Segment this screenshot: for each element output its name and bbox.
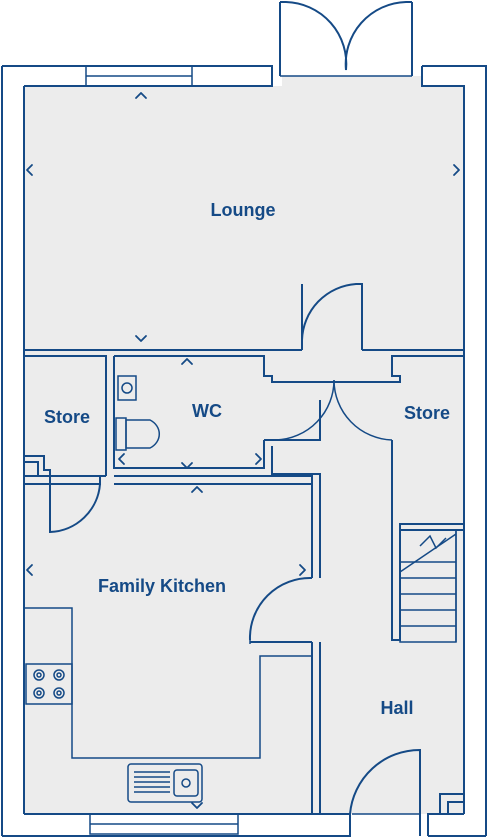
room-label-family-kitchen: Family Kitchen [98, 576, 226, 596]
central-walls [24, 400, 321, 814]
front-door [349, 748, 421, 836]
room-label-lounge: Lounge [211, 200, 276, 220]
kitchen-door [248, 576, 313, 644]
staircase [399, 529, 457, 643]
hall-door-arcs [275, 379, 393, 441]
lounge-window [85, 65, 193, 87]
room-label-hall: Hall [380, 698, 413, 718]
room-label-wc: WC [192, 401, 222, 421]
dimension-markers [26, 92, 460, 809]
room-label-store-left: Store [44, 407, 90, 427]
kitchen-window [89, 813, 239, 835]
wc-toilet [115, 417, 160, 451]
room-label-store-right: Store [404, 403, 450, 423]
wc-basin [117, 375, 137, 401]
french-doors [279, 0, 413, 77]
lounge-south-wall [24, 283, 464, 476]
kitchen-sink [127, 763, 203, 803]
floor-fills [24, 76, 464, 814]
kitchen-units [24, 607, 312, 759]
store-door [24, 455, 101, 534]
meter-box [439, 793, 464, 814]
